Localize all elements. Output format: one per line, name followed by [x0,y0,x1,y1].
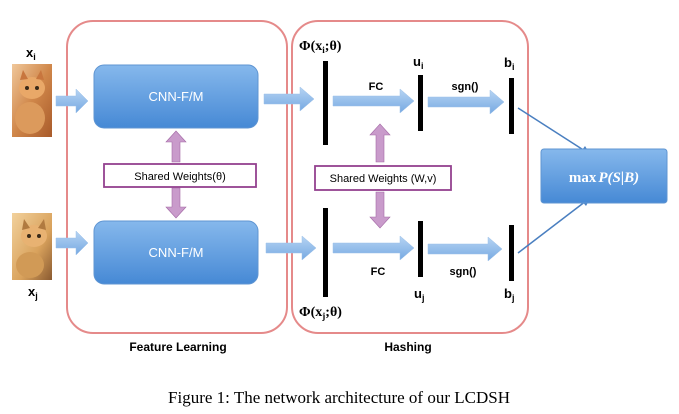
shared-weights-theta-arrow [165,130,187,219]
u-bar-bottom [418,221,423,277]
shared-weights-wv-arrow [369,123,391,229]
feature-learning-frame [66,20,288,334]
input-label-top: xi [26,45,36,62]
sgn-label-top: sgn() [452,81,479,93]
arrow-input-bottom [55,230,89,256]
fc-arrow-top [332,88,415,114]
sgn-arrow-bottom [427,236,503,262]
b-label-top: bi [504,55,514,72]
fc-label-bottom: FC [371,266,386,278]
cnn-box-top [93,64,259,129]
shared-weights-theta-label: Shared Weights(θ) [134,171,226,183]
input-label-bottom: xj [28,284,38,301]
phi-bar-top [323,61,328,145]
b-bar-top [509,78,514,134]
shared-weights-wv-box [314,165,452,191]
shared-weights-wv-label: Shared Weights (W,v) [330,173,437,185]
cnn-box-bottom [93,220,259,285]
u-label-top: ui [413,54,423,71]
objective-box [540,148,668,204]
cat-photo-orange-icon [12,64,52,137]
hashing-caption: Hashing [384,340,431,354]
feature-learning-caption: Feature Learning [129,340,226,354]
fc-arrow-bottom [332,235,415,261]
sgn-label-bottom: sgn() [450,266,477,278]
cat-photo-tabby-icon [12,213,52,280]
figure-caption: Figure 1: The network architecture of ou… [168,388,510,407]
b-label-bottom: bj [504,286,514,303]
hashing-frame [291,20,529,334]
phi-label-top: Φ(xi;θ) [299,39,342,55]
cnn-label-top: CNN-F/M [149,89,204,104]
cnn-label-bottom: CNN-F/M [149,245,204,260]
b-bar-bottom [509,225,514,281]
fc-label-top: FC [369,81,384,93]
shared-weights-theta-box [103,163,257,188]
arrow-cnn-to-phi-top [263,86,315,112]
arrow-input-top [55,88,89,114]
arrow-cnn-to-phi-bottom [265,235,317,261]
u-label-bottom: uj [414,286,424,303]
u-bar-top [418,75,423,131]
phi-bar-bottom [323,208,328,297]
sgn-arrow-top [427,89,505,115]
phi-label-bottom: Φ(xj;θ) [299,305,342,321]
